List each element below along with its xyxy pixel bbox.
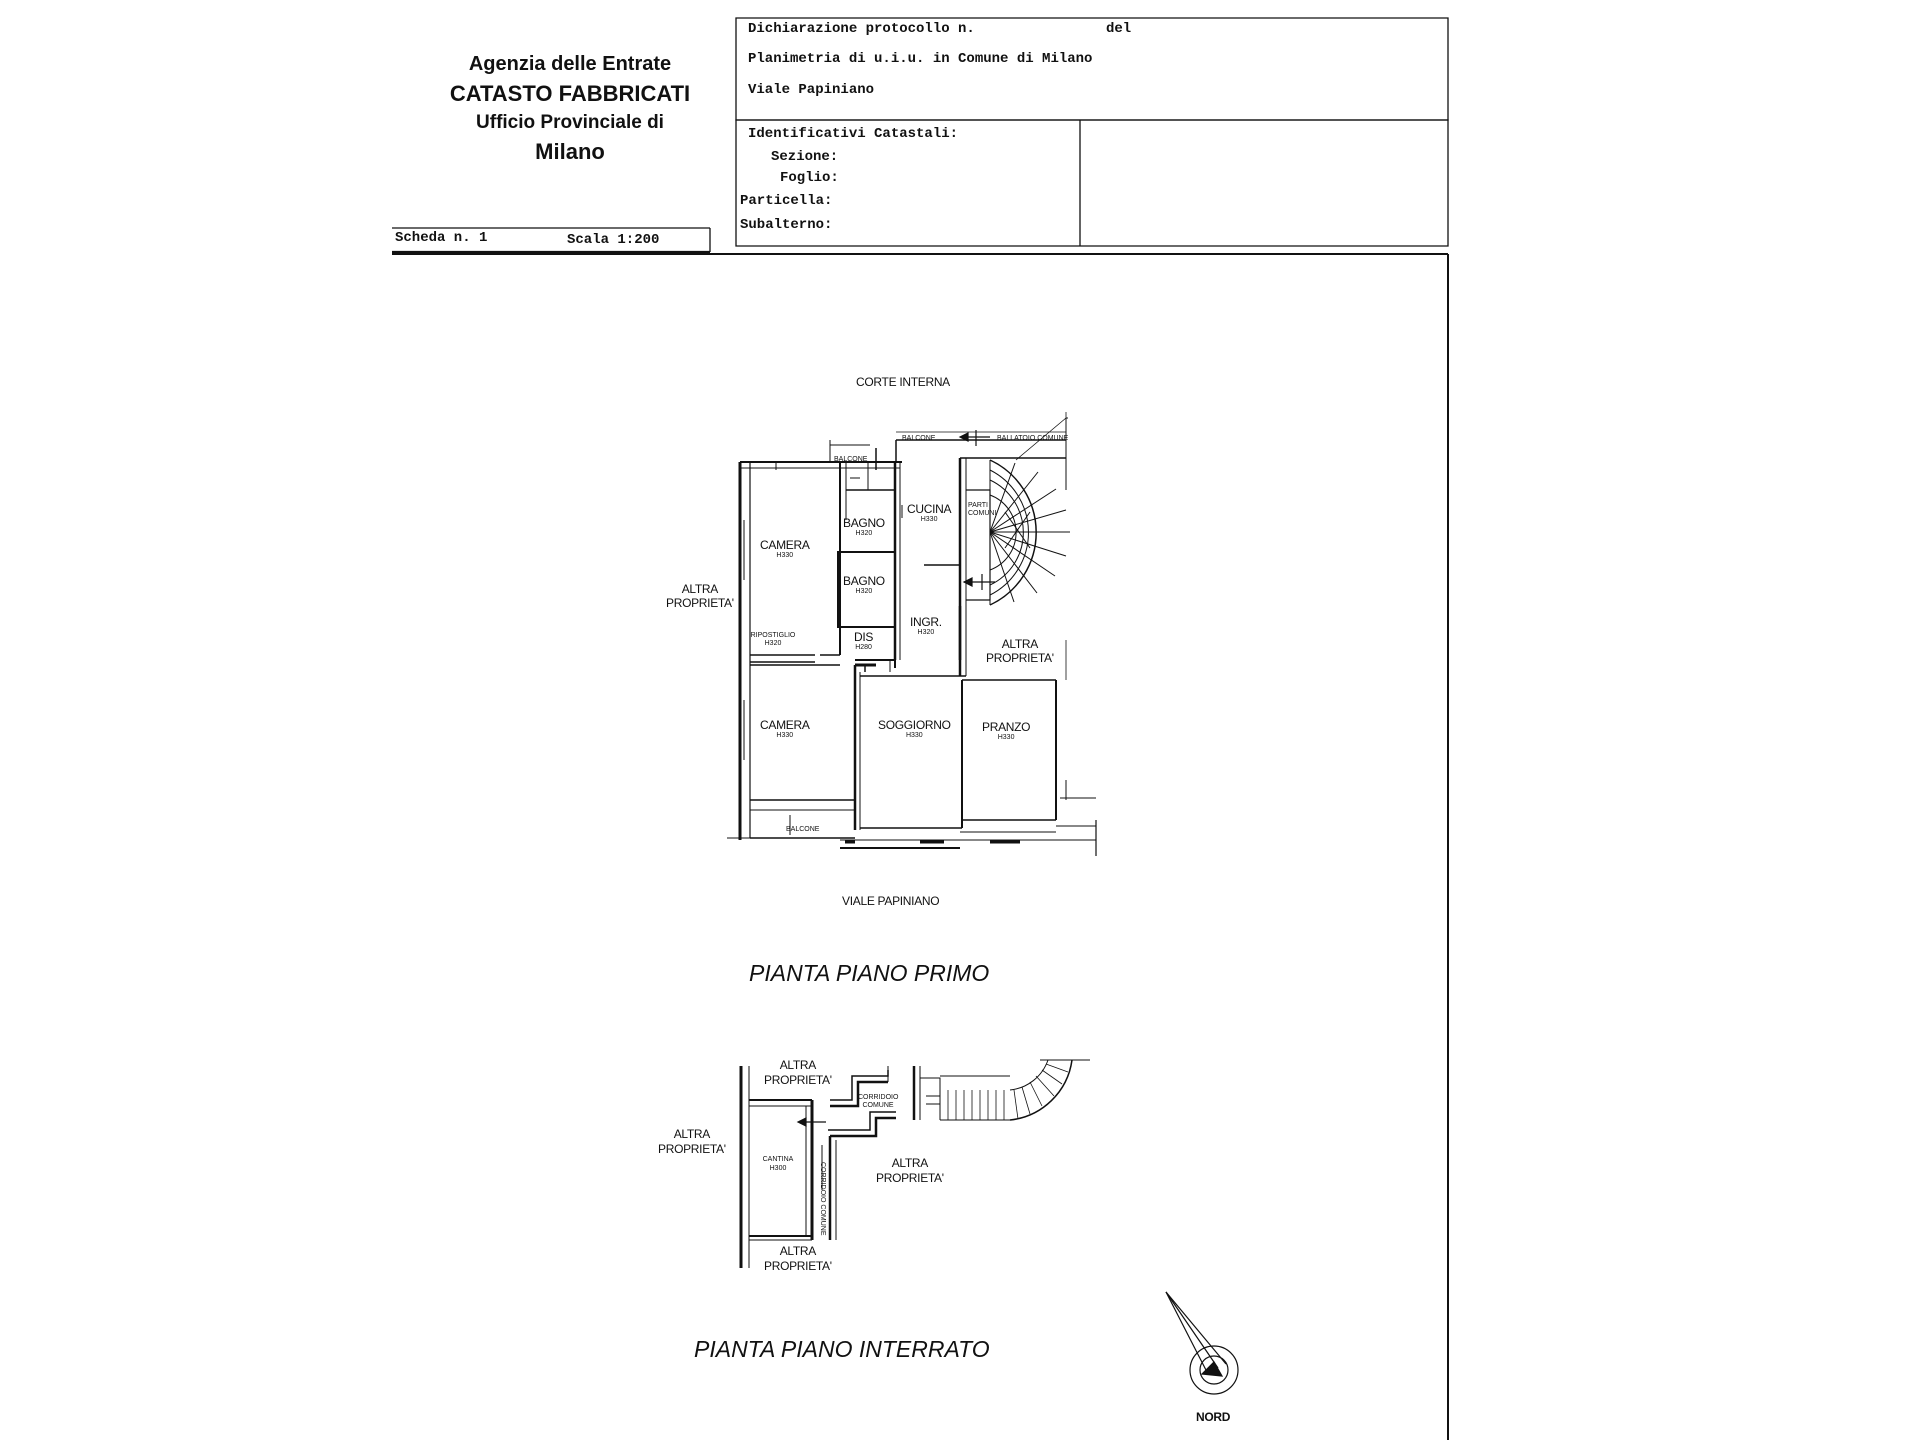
del-label: del bbox=[1106, 21, 1132, 37]
balcone-corte-label: BALCONE bbox=[902, 435, 936, 442]
room-name: SOGGIORNO bbox=[878, 718, 951, 732]
room-name: INGR. bbox=[910, 615, 942, 629]
altra-proprieta-bottom: ALTRA PROPRIETA' bbox=[764, 1244, 832, 1274]
sezione-label: Sezione: bbox=[771, 149, 839, 165]
room-bagno-2: BAGNO H320 bbox=[843, 574, 885, 595]
room-name: CANTINA bbox=[762, 1156, 794, 1163]
corridoio-comune-label: CORRIDOIO COMUNE bbox=[858, 1094, 899, 1109]
altra-proprieta-mid: ALTRA PROPRIETA' bbox=[876, 1156, 944, 1186]
room-height: H330 bbox=[776, 552, 794, 559]
room-height: H330 bbox=[997, 734, 1015, 741]
room-name: CUCINA bbox=[907, 502, 952, 516]
room-pranzo: PRANZO H330 bbox=[982, 720, 1031, 741]
room-camera-1: CAMERA H330 bbox=[760, 538, 810, 559]
room-height: H320 bbox=[764, 640, 782, 647]
parti-comuni-label: PARTI COMUNI bbox=[968, 502, 997, 517]
altra-line-2: PROPRIETA' bbox=[666, 596, 734, 610]
room-height: H320 bbox=[917, 629, 935, 636]
catasto-title: CATASTO FABBRICATI bbox=[449, 81, 691, 106]
altra-line-2: PROPRIETA' bbox=[764, 1259, 832, 1273]
subalterno-label: Subalterno: bbox=[740, 217, 833, 233]
room-height: H330 bbox=[776, 732, 794, 739]
city-label: Milano bbox=[535, 139, 605, 164]
plan-primo-title: PIANTA PIANO PRIMO bbox=[749, 960, 990, 986]
room-height: H320 bbox=[855, 588, 873, 595]
altra-line-1: ALTRA bbox=[1001, 637, 1039, 651]
street-label: VIALE PAPINIANO bbox=[842, 894, 940, 908]
room-soggiorno: SOGGIORNO H330 bbox=[878, 718, 951, 739]
room-disimpegno: DIS H280 bbox=[854, 630, 873, 651]
scheda-label: Scheda n. 1 bbox=[395, 230, 488, 246]
room-ripostiglio: RIPOSTIGLIO H320 bbox=[750, 632, 796, 648]
altra-line-1: ALTRA bbox=[681, 582, 719, 596]
balcone-top-label: BALCONE bbox=[834, 456, 868, 463]
altra-line-1: ALTRA bbox=[779, 1058, 817, 1072]
identificativi-label: Identificativi Catastali: bbox=[748, 126, 959, 142]
room-cucina: CUCINA H330 bbox=[907, 502, 952, 523]
agency-name: Agenzia delle Entrate bbox=[468, 53, 672, 75]
room-name: BAGNO bbox=[843, 516, 885, 530]
corte-interna-label: CORTE INTERNA bbox=[856, 375, 950, 389]
dichiarazione-label: Dichiarazione protocollo n. bbox=[748, 21, 975, 37]
address-label: Viale Papiniano bbox=[748, 82, 875, 98]
particella-label: Particella: bbox=[740, 193, 833, 209]
nord-label: NORD bbox=[1196, 1410, 1231, 1424]
room-height: H280 bbox=[855, 644, 872, 651]
room-name: CAMERA bbox=[760, 718, 810, 732]
foglio-label: Foglio: bbox=[780, 170, 839, 186]
altra-proprieta-left-interrato: ALTRA PROPRIETA' bbox=[658, 1127, 726, 1157]
altra-proprieta-right: ALTRA PROPRIETA' bbox=[986, 637, 1054, 665]
room-name: DIS bbox=[854, 630, 874, 644]
altra-line-2: PROPRIETA' bbox=[658, 1142, 726, 1156]
ballatoio-label: BALLATOIO COMUNE bbox=[997, 435, 1069, 442]
agency-block: Agenzia delle Entrate CATASTO FABBRICATI… bbox=[420, 50, 720, 168]
altra-line-1: ALTRA bbox=[779, 1244, 817, 1258]
altra-line-2: PROPRIETA' bbox=[986, 651, 1054, 665]
room-bagno-1: BAGNO H320 bbox=[843, 516, 885, 537]
altra-line-2: PROPRIETA' bbox=[764, 1073, 832, 1087]
altra-line-1: ALTRA bbox=[673, 1127, 711, 1141]
room-cantina: CANTINA H300 bbox=[755, 1155, 801, 1173]
plan-interrato-title: PIANTA PIANO INTERRATO bbox=[694, 1336, 990, 1362]
north-compass-icon bbox=[1160, 1286, 1239, 1395]
room-name: PRANZO bbox=[982, 720, 1031, 734]
balcone-bottom-label: BALCONE bbox=[786, 826, 820, 833]
planimetria-label: Planimetria di u.i.u. in Comune di Milan… bbox=[748, 51, 1093, 67]
corridoio-comune-vertical-label: CORRIDOIO COMUNE bbox=[819, 1162, 826, 1236]
room-height: H300 bbox=[769, 1165, 787, 1172]
altra-proprieta-top: ALTRA PROPRIETA' bbox=[764, 1058, 832, 1088]
altra-proprieta-left: ALTRA PROPRIETA' bbox=[666, 582, 734, 610]
room-ingresso: INGR. H320 bbox=[910, 615, 942, 636]
altra-line-1: ALTRA bbox=[891, 1156, 929, 1170]
room-name: RIPOSTIGLIO bbox=[750, 632, 796, 639]
scala-label: Scala 1:200 bbox=[567, 232, 660, 248]
room-height: H330 bbox=[905, 732, 923, 739]
room-name: CAMERA bbox=[760, 538, 810, 552]
altra-line-2: PROPRIETA' bbox=[876, 1171, 944, 1185]
room-camera-2: CAMERA H330 bbox=[760, 718, 810, 739]
ufficio-label: Ufficio Provinciale di bbox=[476, 112, 664, 133]
room-height: H320 bbox=[855, 530, 873, 537]
room-height: H330 bbox=[920, 516, 938, 523]
room-name: BAGNO bbox=[843, 574, 885, 588]
